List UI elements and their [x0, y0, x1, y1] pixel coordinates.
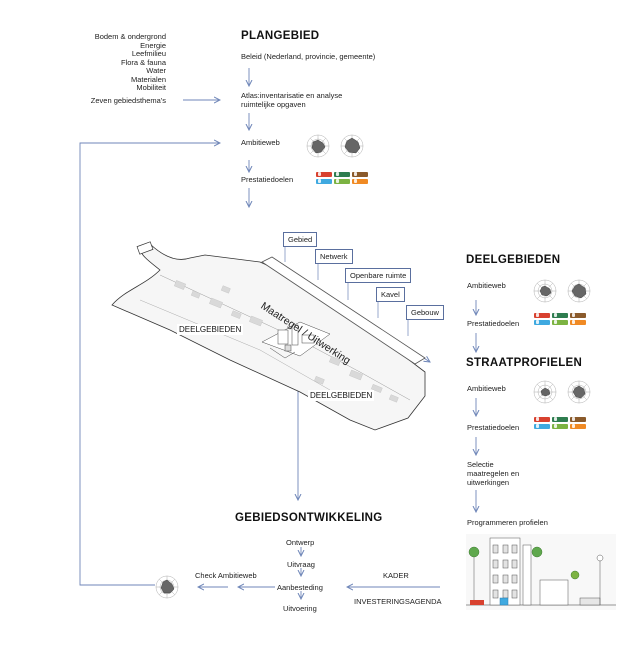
- selectie-label-line3: uitwerkingen: [467, 478, 510, 487]
- goal-icon-green: [552, 313, 568, 318]
- theme-leefmilieu: Leefmilieu: [131, 49, 166, 58]
- scale-box-openbare-ruimte: Openbare ruimte: [345, 268, 412, 283]
- scale-box-gebouw: Gebouw: [406, 305, 444, 320]
- straatprofielen-ambitieweb-label: Ambitieweb: [467, 384, 506, 393]
- straatprofielen-prestatiedoelen-label: Prestatiedoelen: [467, 423, 520, 432]
- goal-icon-red: [316, 172, 332, 177]
- scale-box-netwerk: Netwerk: [315, 249, 353, 264]
- themes-summary: Zeven gebiedsthema's: [90, 96, 166, 105]
- scale-box-gebied: Gebied: [283, 232, 318, 247]
- straatprofielen-title: STRAATPROFIELEN: [466, 357, 583, 369]
- theme-water: Water: [146, 66, 166, 75]
- atlas-label-line1: Atlas:inventarisatie en analyse: [241, 91, 343, 100]
- street-profile-section: [466, 534, 616, 610]
- goal-icon-brown: [570, 313, 586, 318]
- isometric-map: [111, 241, 426, 431]
- goal-icon-orange: [570, 320, 586, 325]
- theme-mobiliteit: Mobiliteit: [136, 83, 166, 92]
- step-uitvraag: Uitvraag: [287, 560, 315, 569]
- goal-icon-blue: [534, 424, 550, 429]
- theme-materialen: Materialen: [130, 75, 166, 84]
- map-deelgebieden-left: DEELGEBIEDEN: [177, 324, 244, 335]
- investeringsagenda-label: INVESTERINGSAGENDA: [354, 597, 442, 606]
- goal-icon-brown: [352, 172, 368, 177]
- step-aanbesteding: Aanbesteding: [277, 583, 323, 592]
- goal-icon-blue: [316, 179, 332, 184]
- selectie-label-line1: Selectie: [467, 460, 494, 469]
- goal-icon-red: [534, 417, 550, 422]
- theme-bodem: Bodem & ondergrond: [94, 32, 166, 41]
- flow-arrows: [79, 68, 476, 599]
- goal-icon-brown: [570, 417, 586, 422]
- step-uitvoering: Uitvoering: [283, 604, 317, 613]
- atlas-label-line2: ruimtelijke opgaven: [241, 100, 306, 109]
- plangebied-ambitieweb-label: Ambitieweb: [241, 138, 280, 147]
- deelgebieden-prestatiedoelen-icons: [534, 313, 586, 325]
- goal-icon-lightgreen: [552, 320, 568, 325]
- plangebied-title: PLANGEBIED: [241, 30, 320, 42]
- scale-box-kavel: Kavel: [376, 287, 405, 302]
- goal-icon-green: [334, 172, 350, 177]
- goal-icon-orange: [570, 424, 586, 429]
- deelgebieden-title: DEELGEBIEDEN: [466, 254, 561, 266]
- map-deelgebieden-bottom: DEELGEBIEDEN: [308, 390, 375, 401]
- programmeren-label: Programmeren profielen: [467, 518, 548, 527]
- goal-icon-green: [552, 417, 568, 422]
- theme-energie: Energie: [140, 41, 166, 50]
- plangebied-prestatiedoelen-icons: [316, 172, 368, 184]
- plangebied-prestatiedoelen-label: Prestatiedoelen: [241, 175, 294, 184]
- maatregel-band: [261, 256, 426, 365]
- check-ambitieweb-label: Check Ambitieweb: [195, 571, 257, 580]
- goal-icon-blue: [534, 320, 550, 325]
- goal-icon-red: [534, 313, 550, 318]
- goal-icon-lightgreen: [334, 179, 350, 184]
- scale-connectors: [284, 246, 409, 336]
- kader-label: KADER: [383, 571, 409, 580]
- selectie-label-line2: maatregelen en: [467, 469, 520, 478]
- ambitieweb-icons: [155, 134, 591, 599]
- deelgebieden-prestatiedoelen-label: Prestatiedoelen: [467, 319, 520, 328]
- beleid-label: Beleid (Nederland, provincie, gemeente): [241, 52, 376, 61]
- straatprofielen-prestatiedoelen-icons: [534, 417, 586, 429]
- theme-flora-fauna: Flora & fauna: [120, 58, 166, 67]
- goal-icon-lightgreen: [552, 424, 568, 429]
- step-ontwerp: Ontwerp: [286, 538, 315, 547]
- deelgebieden-ambitieweb-label: Ambitieweb: [467, 281, 506, 290]
- goal-icon-orange: [352, 179, 368, 184]
- gebiedsontwikkeling-title: GEBIEDSONTWIKKELING: [235, 512, 383, 524]
